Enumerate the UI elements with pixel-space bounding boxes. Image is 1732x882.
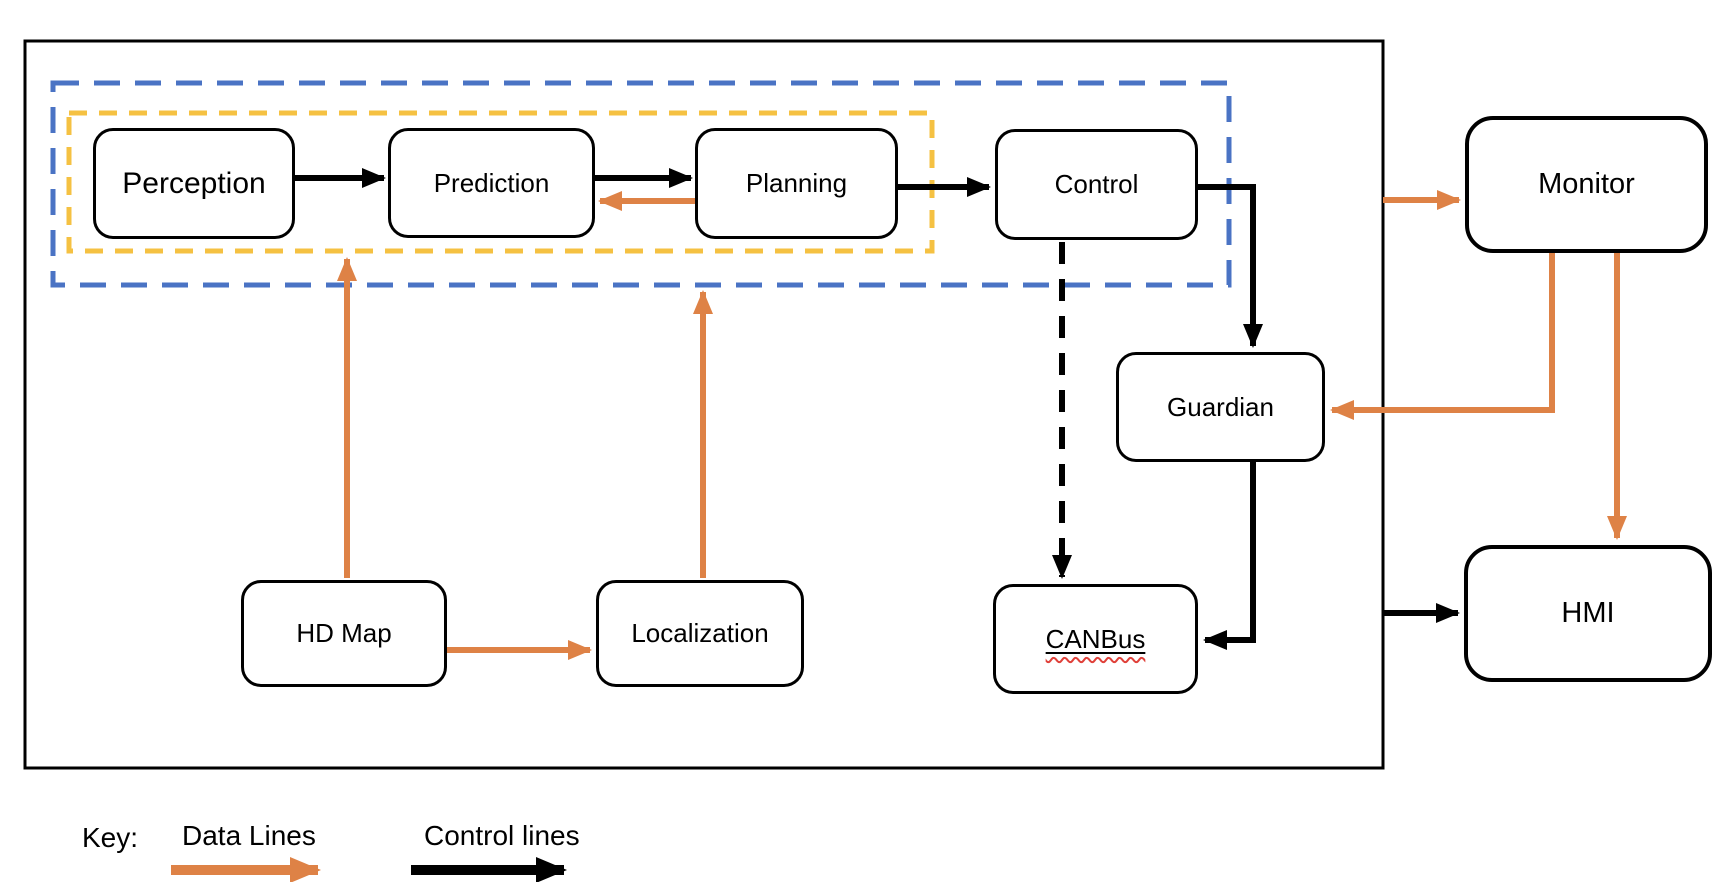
planning-label: Planning bbox=[745, 168, 848, 199]
monitor-node: Monitor bbox=[1465, 116, 1708, 253]
localization-label: Localization bbox=[631, 618, 769, 649]
hmi-label: HMI bbox=[1561, 596, 1615, 629]
vehicle-frame-box bbox=[23, 39, 1385, 770]
control-label: Control bbox=[1054, 169, 1139, 200]
arrow-control-to-guardian bbox=[1198, 184, 1263, 348]
hdmap-node: HD Map bbox=[241, 580, 447, 687]
arrow-monitor-to-guardian bbox=[1330, 253, 1555, 420]
key-title: Key: bbox=[82, 822, 139, 853]
prediction-label: Prediction bbox=[433, 167, 550, 198]
canbus-label: CANBus bbox=[1045, 623, 1146, 654]
canbus-spellcheck-underline: CANBus bbox=[1045, 623, 1146, 654]
localization-node: Localization bbox=[596, 580, 804, 687]
hdmap-label: HD Map bbox=[296, 618, 392, 649]
control-node: Control bbox=[995, 129, 1198, 240]
canbus-node: CANBus bbox=[993, 584, 1198, 694]
prediction-node: Prediction bbox=[388, 128, 595, 238]
key-data-lines-label: Data Lines bbox=[182, 820, 316, 851]
perception-pipeline-dashed-box bbox=[66, 110, 935, 254]
hmi-node: HMI bbox=[1464, 545, 1712, 682]
planning-node: Planning bbox=[695, 128, 898, 239]
monitor-label: Monitor bbox=[1538, 167, 1635, 200]
key-control-lines-label: Control lines bbox=[424, 820, 580, 851]
guardian-label: Guardian bbox=[1167, 391, 1274, 422]
arrow-guardian-to-canbus bbox=[1203, 462, 1256, 650]
guardian-node: Guardian bbox=[1116, 352, 1325, 462]
perception-label: Perception bbox=[122, 167, 266, 200]
perception-node: Perception bbox=[93, 128, 295, 239]
